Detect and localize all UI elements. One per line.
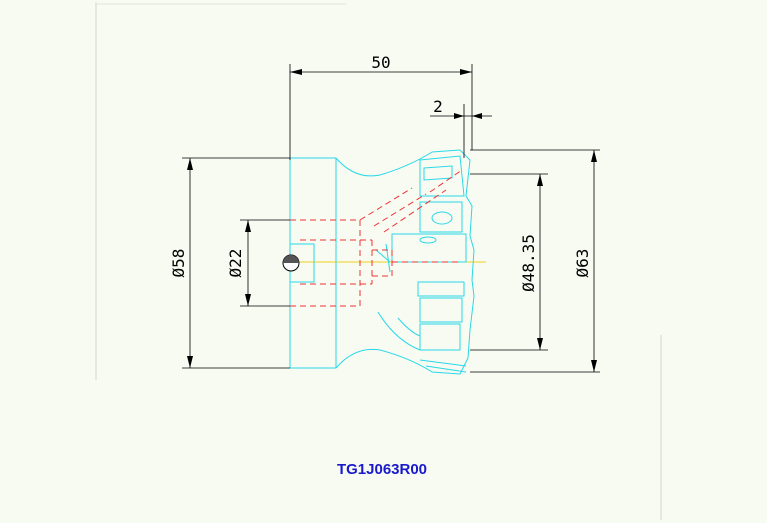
dimension-overall-length: 50 [289, 53, 473, 160]
diameter-58-label: Ø58 [169, 249, 188, 278]
dimension-body-diameter: Ø58 [169, 157, 290, 369]
dimension-inner-cutting-diameter: Ø48.35 [470, 173, 548, 351]
diameter-22-label: Ø22 [226, 249, 245, 278]
part-number: TG1J063R00 [337, 461, 427, 478]
dimension-bore-diameter: Ø22 [226, 219, 290, 307]
screw-hole-symbol [282, 254, 300, 272]
hidden-lines [290, 169, 463, 307]
dimension-insert-offset: 2 [430, 97, 492, 158]
diameter-63-label: Ø63 [573, 249, 592, 278]
frame-lines [95, 2, 662, 520]
diameter-48-35-label: Ø48.35 [519, 234, 538, 292]
dimension-cutting-diameter: Ø63 [470, 149, 600, 373]
offset-2-label: 2 [433, 97, 443, 116]
length-50-label: 50 [371, 53, 390, 72]
